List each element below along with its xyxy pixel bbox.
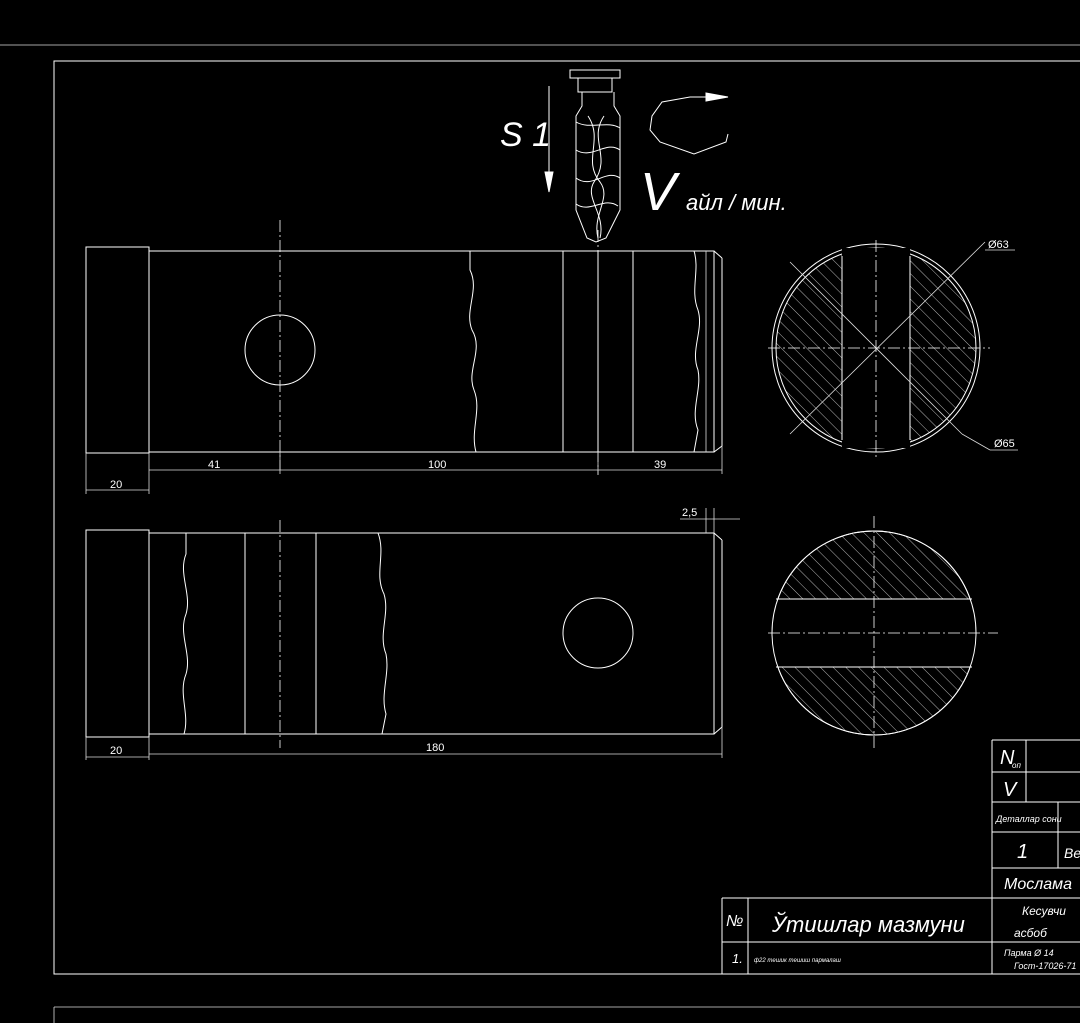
top-dimensions <box>85 446 723 494</box>
drill-bit <box>569 69 621 243</box>
dim-bottom-20: 20 <box>110 745 122 757</box>
dim-top-39: 39 <box>654 459 666 471</box>
speed-label: V <box>640 162 681 222</box>
tb-tool-header-2: асбоб <box>1014 926 1048 940</box>
dim-diameter-63: Ø63 <box>988 239 1009 251</box>
rotation-arrow-icon <box>649 92 729 155</box>
tb-tool-header-1: Кесувчи <box>1022 904 1066 918</box>
tb-row-tool-2: Гост-17026-71 <box>1014 961 1076 971</box>
dim-top-41: 41 <box>208 459 220 471</box>
tb-no-header: № <box>726 913 743 930</box>
feed-arrow <box>544 86 554 193</box>
tb-content-header: Ўтишлар мазмуни <box>771 911 965 937</box>
tb-n-sub: оп <box>1012 761 1021 770</box>
top-section-circle <box>768 240 1018 458</box>
tb-row-text: ф22 тешик тешиш пармалаш <box>754 958 841 964</box>
feed-label: S 1 <box>500 116 551 154</box>
bottom-section-circle <box>768 516 998 750</box>
top-part-view <box>85 220 723 475</box>
dim-diameter-65: Ø65 <box>994 438 1015 450</box>
tb-fixture-label: Мослама <box>1004 876 1072 893</box>
dim-top-100: 100 <box>428 459 446 471</box>
speed-unit: айл / мин. <box>686 190 787 215</box>
tb-row-no: 1. <box>732 951 743 966</box>
dim-top-20: 20 <box>110 479 122 491</box>
tb-n-label: N <box>1000 747 1015 769</box>
tb-row-tool-1: Парма Ø 14 <box>1004 948 1054 958</box>
sheet-frame <box>0 44 1080 1023</box>
bottom-dimensions <box>85 508 740 760</box>
dim-bottom-180: 180 <box>426 742 444 754</box>
dim-chamfer: 2,5 <box>682 507 697 519</box>
tb-ver-label: Вер <box>1064 845 1080 861</box>
tb-details-label: Деталлар сони <box>995 814 1062 824</box>
tb-count-value: 1 <box>1017 841 1028 863</box>
tb-v-label: V <box>1003 779 1018 801</box>
bottom-part-view <box>85 520 723 748</box>
title-block <box>721 739 1080 974</box>
